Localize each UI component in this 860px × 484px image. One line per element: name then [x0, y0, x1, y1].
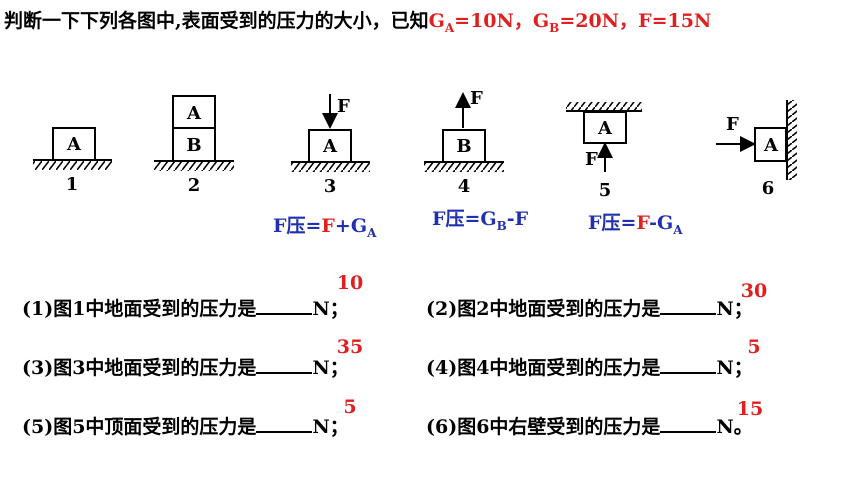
problem-statement: 判断一下下列各图中,表面受到的压力的大小，已知GA=10N，GB=20N，F=1…: [4, 6, 711, 35]
answer-6: 15: [736, 398, 764, 420]
force-label: F: [337, 96, 350, 117]
figure-number: 2: [188, 175, 201, 196]
block-top-label: A: [186, 103, 202, 124]
formula-figure-5: F压=F-GA: [588, 212, 683, 237]
block-a: [754, 127, 787, 162]
answer-blank: [256, 356, 313, 374]
figure-3: F A 3: [291, 94, 370, 197]
answer-5: 5: [343, 396, 357, 418]
answer-blank: [256, 415, 313, 433]
figure-number: 1: [66, 174, 79, 195]
block-b: [442, 129, 486, 163]
answer-1: 10: [336, 272, 364, 294]
problem-text: 判断一下下列各图中,表面受到的压力的大小，已知: [4, 10, 429, 32]
given-values: GA=10N，GB=20N，F=15N: [428, 10, 712, 35]
answer-blank: [256, 297, 313, 315]
formula-figure-4: F压=GB-F: [432, 208, 529, 233]
answer-4: 5: [747, 336, 761, 358]
figure-number: 5: [599, 180, 612, 201]
block-label: A: [763, 135, 779, 156]
ground-hatch: [33, 161, 112, 170]
formula-figure-3: F压=F+GA: [273, 215, 377, 240]
block-a: [583, 111, 627, 144]
ground-hatch: [154, 162, 234, 171]
figure-4: F B 4: [424, 88, 504, 197]
figure-6: F A 6: [716, 100, 797, 199]
ceiling-hatch: [566, 102, 642, 111]
block-a: [172, 95, 216, 129]
force-diagrams: A 1 A B 2 F A 3 F B 4 A: [33, 88, 797, 201]
answer-2: 30: [740, 280, 768, 302]
figure-2: A B 2: [154, 95, 234, 196]
force-label: F: [585, 149, 598, 170]
figure-1: A 1: [33, 127, 112, 195]
wall-hatch: [788, 100, 797, 180]
ground-hatch: [291, 163, 370, 172]
figure-5: A F 5: [566, 102, 642, 201]
force-label: F: [470, 88, 483, 109]
block-label: B: [186, 135, 201, 156]
block-label: A: [322, 136, 338, 157]
ground-hatch: [424, 163, 504, 172]
figure-number: 6: [762, 178, 775, 199]
figure-number: 4: [458, 176, 471, 197]
block-label: B: [456, 136, 471, 157]
answer-blank: [660, 297, 717, 315]
figure-number: 3: [324, 176, 337, 197]
answer-3: 35: [336, 336, 364, 358]
answer-blank: [660, 356, 717, 374]
force-label: F: [726, 114, 739, 135]
block-label: A: [66, 134, 82, 155]
block-label: A: [597, 118, 613, 139]
answer-blank: [660, 415, 717, 433]
